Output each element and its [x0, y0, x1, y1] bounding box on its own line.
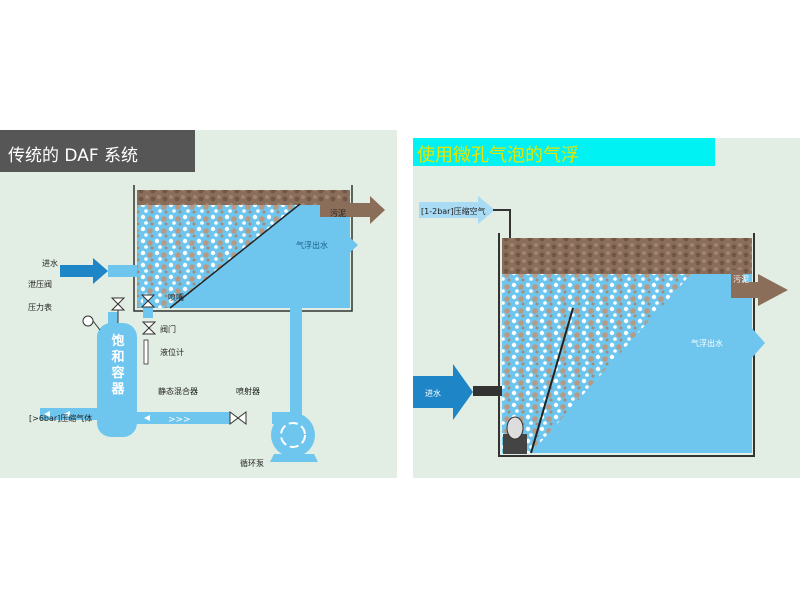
outlet-arrow	[300, 231, 358, 259]
vessel-char-4: 器	[111, 382, 125, 397]
level-gauge-valve	[141, 321, 157, 335]
saturation-vessel	[97, 323, 137, 437]
label-circulation-pump: 循环泵	[240, 459, 264, 468]
vessel-char-3: 容	[111, 366, 125, 381]
relief-valve	[110, 297, 126, 311]
micro-bubble-diagram	[413, 196, 788, 457]
level-gauge	[143, 339, 149, 365]
bubble-zone	[137, 204, 300, 308]
daf-diagram: >>>	[40, 185, 385, 462]
micro-bubble-panel: 使用微孔气泡的气浮	[413, 138, 800, 478]
label-sludge: 污泥	[330, 209, 346, 218]
label-pressure-relief-valve: 泄压阀	[28, 280, 52, 289]
right-title: 使用微孔气泡的气浮	[417, 145, 579, 166]
traditional-daf-panel: 传统的 DAF 系统	[0, 130, 397, 478]
diffuser-icon	[506, 416, 524, 440]
label-static-mixer: 静态混合器	[158, 387, 198, 396]
label-outlet-right: 气浮出水	[691, 339, 723, 348]
label-level-gauge: 液位计	[160, 348, 184, 357]
inlet-pipe	[108, 265, 137, 277]
sludge-arrow-right	[731, 270, 788, 306]
label-outlet: 气浮出水	[296, 241, 328, 250]
label-inlet: 进水	[42, 259, 58, 268]
nozzle-valve	[140, 294, 156, 308]
right-title-bar: 使用微孔气泡的气浮	[413, 138, 715, 166]
left-title: 传统的 DAF 系统	[8, 146, 139, 166]
label-sludge-right: 污泥	[733, 275, 749, 284]
inlet-arrow	[60, 258, 108, 284]
sludge-layer	[137, 190, 350, 205]
label-nozzle: 喷嘴	[168, 293, 184, 302]
inlet-arrow-right	[413, 364, 473, 420]
vessel-label: 饱 和 容 器	[111, 334, 125, 398]
outlet-arrow-right	[688, 318, 765, 368]
ejector-valve	[229, 411, 247, 425]
vessel-char-1: 饱	[111, 334, 125, 349]
left-title-bar: 传统的 DAF 系统	[0, 130, 195, 172]
sludge-arrow	[320, 196, 385, 224]
vessel-char-2: 和	[111, 350, 125, 365]
pressure-gauge-dial	[82, 315, 94, 327]
static-mixer-chevrons: >>>	[168, 415, 191, 425]
label-inlet-right: 进水	[425, 389, 441, 398]
label-valve: 阀门	[160, 325, 176, 334]
label-ejector: 喷射器	[236, 387, 260, 396]
diffuser-base	[503, 434, 527, 454]
bubble-zone-right	[502, 266, 698, 453]
label-compressed-gas: [>6bar]压缩气体	[29, 414, 93, 423]
compressed-air-arrow	[419, 196, 495, 224]
baffle-right	[530, 307, 574, 454]
baffle	[169, 203, 301, 309]
circulation-pump	[270, 413, 318, 462]
label-pressure-gauge: 压力表	[28, 303, 52, 312]
sludge-layer-right	[502, 238, 752, 274]
label-compressed-air: [1-2bar]压缩空气	[421, 207, 486, 216]
